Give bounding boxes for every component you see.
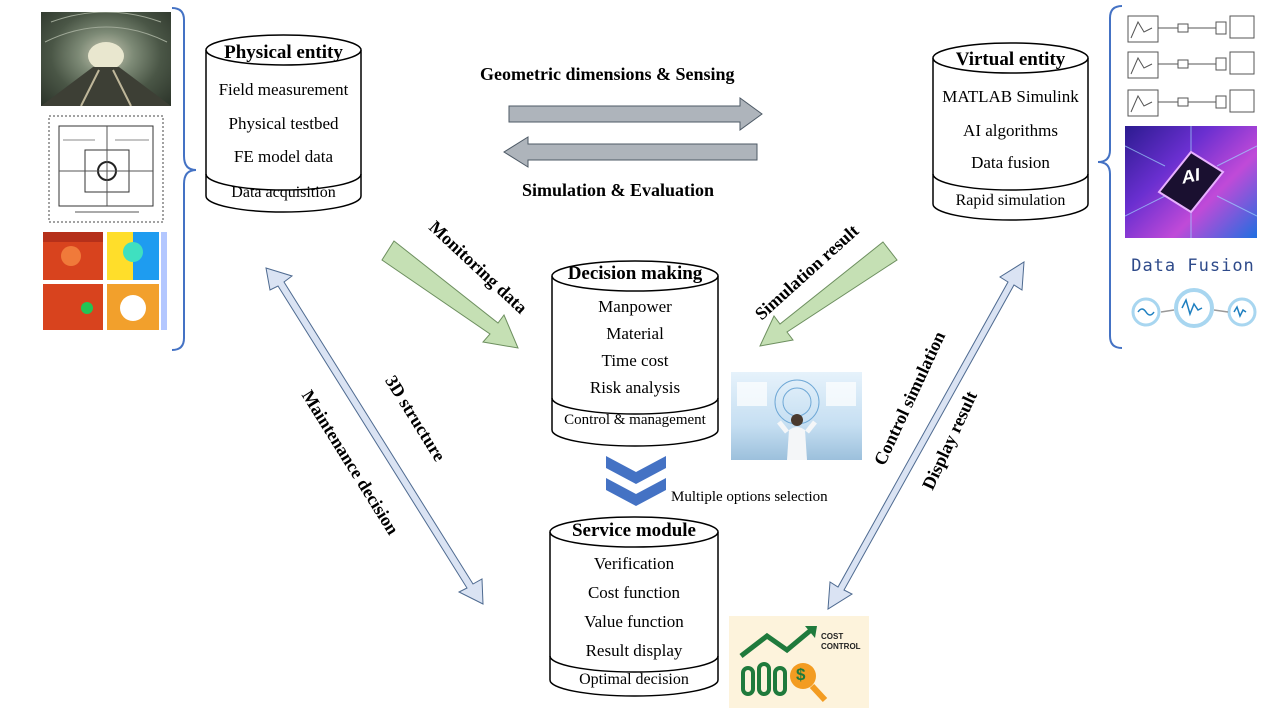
arrow-geometric-forward bbox=[508, 97, 763, 131]
arrow-control bbox=[827, 261, 1025, 610]
dollar-sign: $ bbox=[796, 665, 806, 684]
tunnel-photo bbox=[41, 12, 171, 106]
service-item: Result display bbox=[585, 641, 683, 660]
manager-image bbox=[731, 372, 862, 460]
service-footer: Optimal decision bbox=[579, 671, 689, 688]
cost-control-image: $ COST CONTROL bbox=[729, 616, 869, 708]
virtual-item: AI algorithms bbox=[963, 121, 1058, 140]
physical-item: FE model data bbox=[233, 147, 334, 166]
testbed-drawing bbox=[45, 110, 170, 228]
arrow-simulation-back bbox=[503, 136, 758, 168]
decision-item: Risk analysis bbox=[589, 378, 681, 397]
service-module-cylinder: Service module Verification Cost functio… bbox=[549, 516, 719, 698]
service-item: Verification bbox=[593, 554, 675, 573]
chevron-down-icon bbox=[606, 456, 666, 484]
right-bracket bbox=[1097, 5, 1123, 349]
data-fusion-image: Data Fusion bbox=[1128, 250, 1258, 336]
ai-chip-image: AI bbox=[1125, 126, 1257, 238]
virtual-item: MATLAB Simulink bbox=[942, 87, 1079, 106]
virtual-item: Data fusion bbox=[971, 153, 1050, 172]
decision-making-cylinder: Decision making Manpower Material Time c… bbox=[551, 260, 719, 448]
physical-item: Field measurement bbox=[218, 80, 349, 99]
virtual-title: Virtual entity bbox=[955, 49, 1066, 70]
label-multiple-options: Multiple options selection bbox=[671, 489, 828, 505]
label-geometric-sensing: Geometric dimensions & Sensing bbox=[480, 64, 735, 84]
decision-title: Decision making bbox=[567, 263, 703, 284]
label-simulation-evaluation: Simulation & Evaluation bbox=[522, 180, 715, 200]
service-item: Cost function bbox=[587, 583, 681, 602]
virtual-footer: Rapid simulation bbox=[955, 192, 1066, 209]
decision-footer: Control & management bbox=[564, 412, 706, 428]
physical-item: Physical testbed bbox=[228, 114, 339, 133]
data-fusion-title: Data Fusion bbox=[1131, 256, 1255, 276]
arrow-simulation-result bbox=[759, 241, 898, 347]
fe-model-plots bbox=[41, 230, 171, 332]
physical-title: Physical entity bbox=[224, 42, 343, 63]
decision-item: Time cost bbox=[601, 351, 669, 370]
physical-footer: Data acquisition bbox=[231, 184, 336, 201]
decision-item: Material bbox=[606, 324, 664, 343]
simulink-diagrams bbox=[1126, 12, 1258, 124]
physical-entity-cylinder: Physical entity Field measurement Physic… bbox=[205, 34, 362, 214]
chevron-down-icon-2 bbox=[606, 478, 666, 506]
decision-item: Manpower bbox=[598, 297, 672, 316]
left-bracket bbox=[171, 7, 197, 351]
cost-control-label: COST CONTROL bbox=[821, 632, 861, 651]
arrow-maintenance bbox=[265, 267, 484, 605]
service-item: Value function bbox=[584, 612, 684, 631]
arrow-monitoring bbox=[381, 240, 519, 349]
virtual-entity-cylinder: Virtual entity MATLAB Simulink AI algori… bbox=[932, 42, 1089, 222]
service-title: Service module bbox=[571, 520, 696, 541]
